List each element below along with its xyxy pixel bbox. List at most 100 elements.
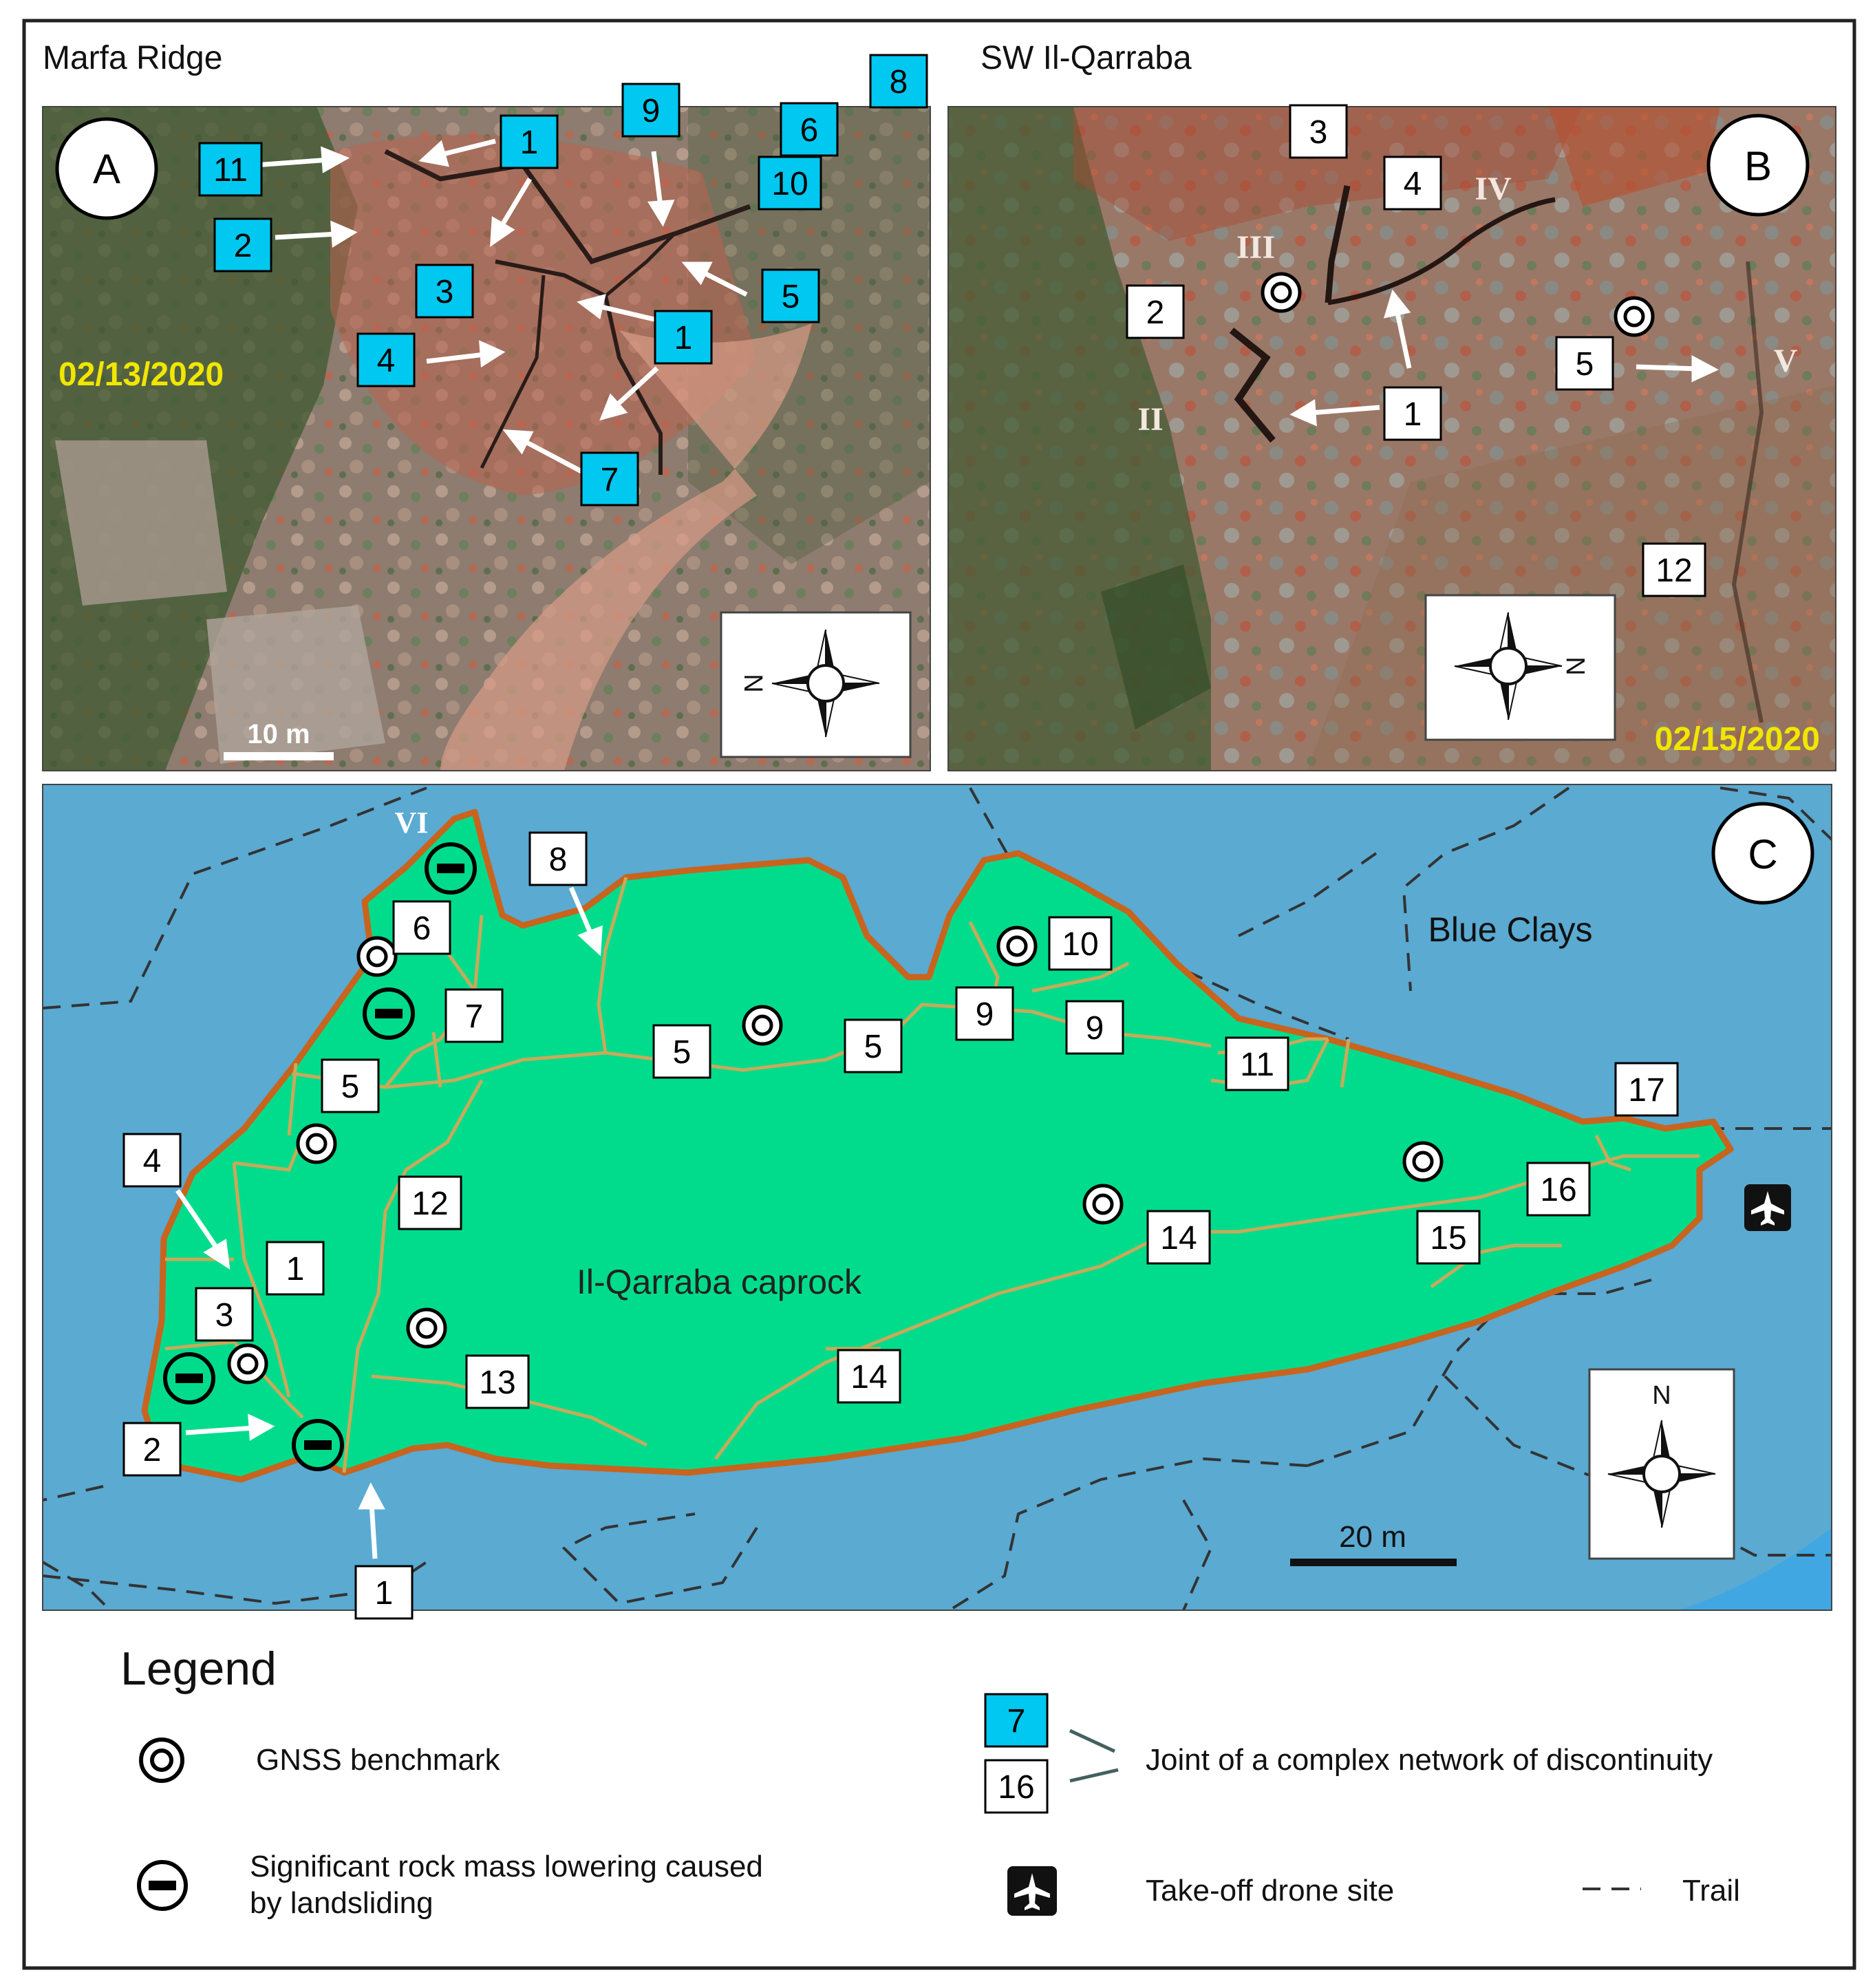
svg-text:6: 6 xyxy=(800,112,819,149)
svg-text:11: 11 xyxy=(213,152,248,189)
svg-text:8: 8 xyxy=(549,842,568,878)
joint-label: 3 xyxy=(1289,104,1348,159)
joint-label: 1 xyxy=(1383,386,1442,441)
legend: Legend GNSS benchmark Significant rock m… xyxy=(120,1643,1740,1920)
svg-text:5: 5 xyxy=(341,1069,360,1105)
svg-text:4: 4 xyxy=(1404,166,1422,202)
panel-c-arrows xyxy=(175,886,603,1559)
joint-label: 11 xyxy=(198,142,263,197)
north-arrow-icon xyxy=(1607,1420,1716,1528)
svg-text:3: 3 xyxy=(436,274,454,310)
joint-label: 3 xyxy=(415,264,474,319)
joint-label: 1 xyxy=(500,114,559,169)
gnss-benchmark-icon xyxy=(1614,296,1655,337)
svg-text:10: 10 xyxy=(1062,926,1098,963)
gnss-benchmark-icon xyxy=(406,1307,447,1349)
svg-text:4: 4 xyxy=(377,343,396,379)
arrow-icon xyxy=(490,178,533,247)
rock-lowering-icon xyxy=(363,987,415,1040)
svg-text:14: 14 xyxy=(1160,1220,1197,1257)
gnss-benchmark-icon xyxy=(356,936,398,977)
joint-label: 1 xyxy=(654,310,713,365)
joint-label: 12 xyxy=(1642,542,1706,597)
arrow-icon xyxy=(275,220,358,248)
svg-text:12: 12 xyxy=(411,1186,448,1222)
panel-b-roman-4: IV xyxy=(1475,171,1512,207)
arrow-icon xyxy=(599,366,659,421)
svg-text:1: 1 xyxy=(286,1251,305,1287)
joint-label: 14 xyxy=(1146,1210,1211,1265)
joint-label: 5 xyxy=(844,1018,903,1073)
panel-a-joint-labels: 11 1 9 6 8 10 2 3 5 1 4 7 xyxy=(198,54,928,506)
arrow-icon xyxy=(647,151,675,227)
rock-lowering-icon xyxy=(292,1419,344,1471)
joint-label: 1 xyxy=(266,1241,325,1296)
svg-text:1: 1 xyxy=(375,1575,394,1612)
arrow-icon xyxy=(502,429,583,474)
legend-lowering-label-1: Significant rock mass lowering caused xyxy=(250,1850,763,1883)
gnss-benchmark-icon xyxy=(1082,1184,1124,1225)
arrow-icon xyxy=(418,138,496,167)
gnss-benchmark-icon xyxy=(742,1005,783,1046)
panel-a-north-box: N xyxy=(720,611,912,758)
joint-label: 11 xyxy=(1225,1036,1289,1091)
svg-text:17: 17 xyxy=(1628,1072,1664,1109)
svg-text:7: 7 xyxy=(601,462,619,498)
panel-b-arrows xyxy=(1289,289,1719,427)
joint-label: 7 xyxy=(580,451,639,506)
panel-b-roman-3: III xyxy=(1236,229,1275,266)
joint-label: 5 xyxy=(321,1058,380,1113)
legend-joint-label: Joint of a complex network of discontinu… xyxy=(1146,1743,1713,1777)
joint-label: 2 xyxy=(1126,284,1185,339)
joint-label: 16 xyxy=(1526,1162,1591,1217)
svg-text:16: 16 xyxy=(1540,1172,1576,1208)
arrow-icon xyxy=(254,146,350,173)
legend-joint-sample-white: 16 xyxy=(984,1759,1049,1814)
joint-label: 10 xyxy=(758,156,822,211)
legend-takeoff-label: Take-off drone site xyxy=(1146,1874,1394,1907)
svg-text:8: 8 xyxy=(890,64,908,100)
joint-label: 10 xyxy=(1048,916,1113,971)
joint-label: 9 xyxy=(1065,1000,1124,1055)
panel-c-gnss-markers xyxy=(227,926,1444,1385)
figure-frame xyxy=(22,19,1856,1970)
svg-text:2: 2 xyxy=(1146,295,1165,331)
rock-lowering-icon xyxy=(163,1352,215,1404)
panel-c-caprock-label: Il-Qarraba caprock xyxy=(577,1263,862,1301)
joint-label: 7 xyxy=(444,988,504,1043)
svg-text:13: 13 xyxy=(479,1365,515,1401)
panel-b-north-box: N xyxy=(1424,594,1616,741)
joint-label: 1 xyxy=(354,1565,414,1620)
svg-text:7: 7 xyxy=(465,998,484,1035)
svg-text:12: 12 xyxy=(1656,553,1692,589)
svg-text:11: 11 xyxy=(1240,1047,1274,1083)
arrow-icon xyxy=(577,294,658,323)
panel-c-area-label: Blue Clays xyxy=(1428,910,1593,949)
joint-label: 8 xyxy=(869,54,928,109)
svg-text:9: 9 xyxy=(642,93,661,129)
joint-label: 4 xyxy=(1383,156,1442,211)
panel-b-joint-labels: 3 4 2 5 1 12 xyxy=(1126,104,1706,597)
panel-a-letter-badge xyxy=(55,117,158,220)
svg-text:10: 10 xyxy=(771,166,808,202)
arrow-icon xyxy=(1289,398,1380,427)
panel-b-north-label: N xyxy=(1562,656,1591,675)
svg-text:5: 5 xyxy=(1576,346,1594,383)
arrow-icon xyxy=(568,886,603,956)
arrow-icon xyxy=(358,1482,385,1559)
panel-c-letter: C xyxy=(1748,831,1777,877)
joint-label: 12 xyxy=(398,1175,462,1230)
gnss-benchmark-icon xyxy=(296,1123,337,1164)
svg-text:1: 1 xyxy=(674,320,693,356)
panel-a-letter: A xyxy=(93,146,120,192)
svg-text:3: 3 xyxy=(215,1297,234,1334)
takeoff-drone-icon xyxy=(1744,1184,1791,1231)
joint-label: 4 xyxy=(122,1133,182,1188)
panel-c-north-box: N xyxy=(1588,1368,1735,1560)
gnss-benchmark-icon xyxy=(227,1343,268,1385)
gnss-benchmark-icon xyxy=(1402,1141,1444,1182)
svg-text:2: 2 xyxy=(143,1432,162,1468)
svg-text:16: 16 xyxy=(998,1769,1034,1806)
legend-trail-label: Trail xyxy=(1682,1874,1740,1907)
